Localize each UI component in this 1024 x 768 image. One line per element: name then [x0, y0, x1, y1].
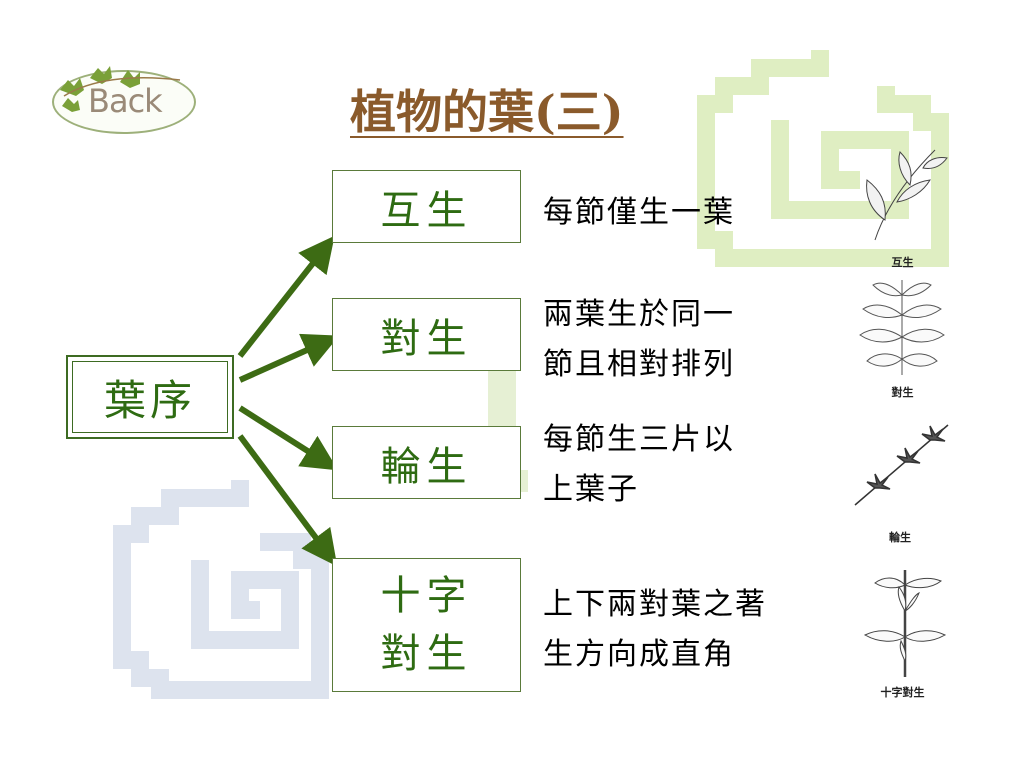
branch-box-decussate: 十字 對生	[332, 558, 521, 692]
whorled-leaf-icon	[854, 424, 949, 506]
description-decussate: 上下兩對葉之著 生方向成直角	[543, 587, 767, 672]
green-spiral-decoration	[697, 50, 949, 267]
alternate-leaf-icon	[866, 149, 948, 241]
branch-box-alternate: 互生	[332, 170, 521, 243]
back-button[interactable]: Back	[50, 60, 200, 138]
root-box: 葉序	[66, 355, 234, 439]
decussate-leaf-caption: 十字對生	[880, 686, 925, 699]
ivy-leaf-icon	[60, 66, 181, 112]
description-alternate: 每節僅生一葉	[543, 195, 735, 230]
description-opposite: 兩葉生於同一 節且相對排列	[543, 297, 735, 382]
whorled-leaf-illustration: 輪生	[850, 420, 950, 544]
arrow-to-decussate	[237, 434, 338, 567]
page-title: 植物的葉(三)	[350, 85, 624, 139]
back-button-label: Back	[88, 82, 163, 120]
arrow-to-opposite	[238, 333, 340, 383]
branch-box-opposite: 對生	[332, 298, 521, 371]
alternate-leaf-caption: 互生	[891, 256, 914, 269]
alternate-leaf-illustration: 互生	[855, 140, 950, 269]
decussate-leaf-illustration: 十字對生	[855, 565, 950, 700]
arrow-to-alternate	[237, 235, 335, 358]
opposite-leaf-caption: 對生	[891, 386, 914, 399]
whorled-leaf-caption: 輪生	[889, 531, 911, 544]
arrow-to-whorled	[238, 405, 339, 471]
opposite-leaf-illustration: 對生	[855, 275, 950, 400]
description-whorled: 每節生三片以 上葉子	[543, 422, 735, 507]
root-label: 葉序	[72, 361, 228, 433]
opposite-leaf-icon	[859, 280, 945, 375]
decussate-leaf-icon	[863, 570, 947, 677]
branch-box-whorled: 輪生	[332, 426, 521, 499]
